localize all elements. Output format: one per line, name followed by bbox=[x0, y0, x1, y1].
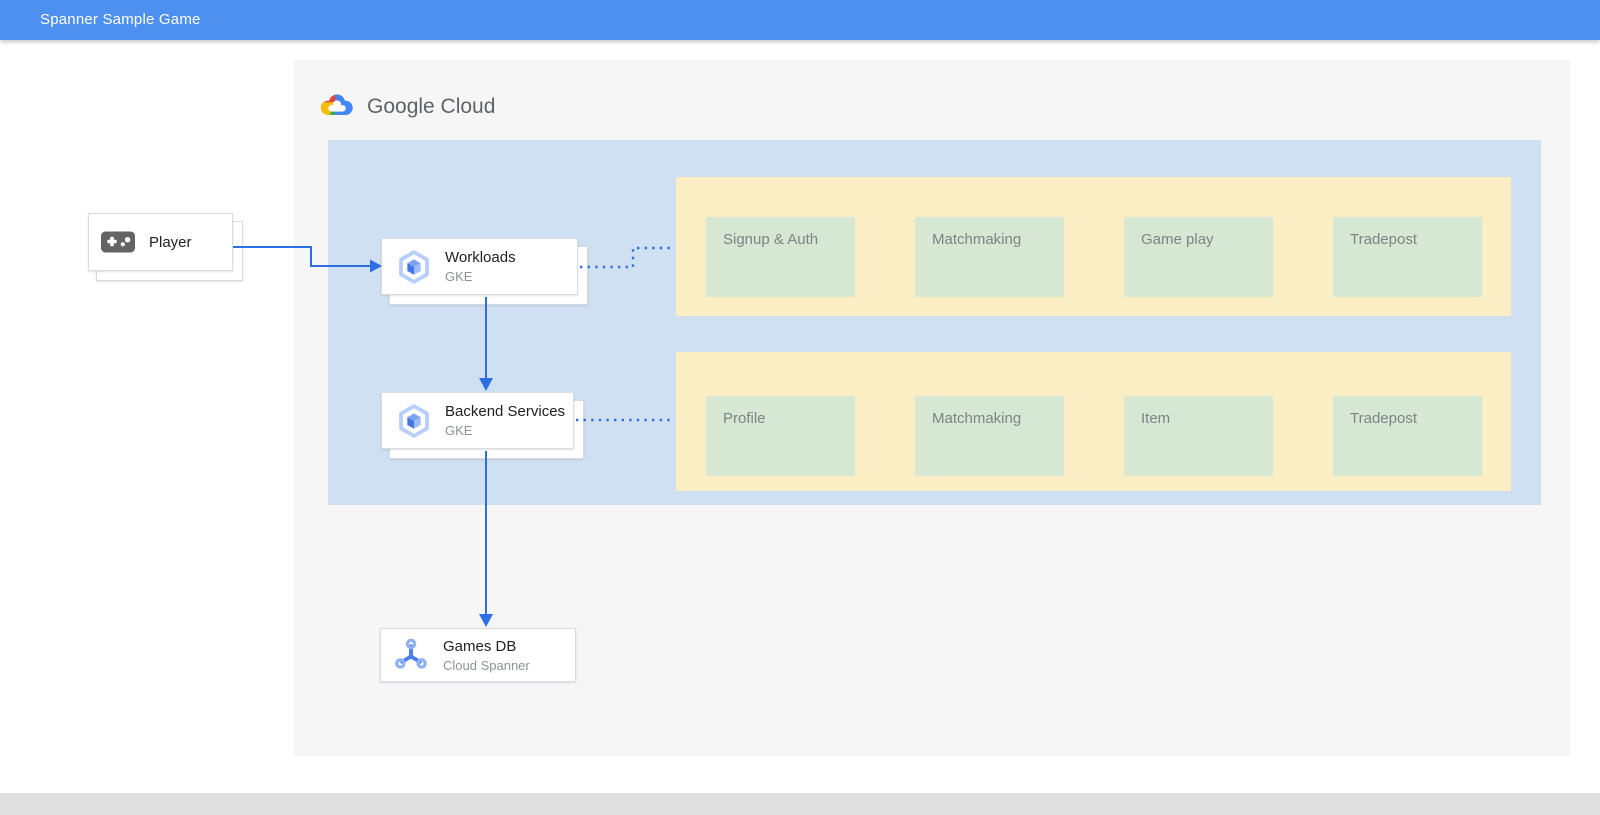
gke-icon bbox=[395, 248, 433, 286]
service-label: Matchmaking bbox=[932, 410, 1022, 427]
service-label: Signup & Auth bbox=[723, 231, 819, 248]
service-box-tradepost-2: Tradepost bbox=[1333, 396, 1482, 476]
backend-services-node: Backend Services GKE bbox=[381, 392, 574, 449]
service-box-matchmaking-2: Matchmaking bbox=[915, 396, 1064, 476]
service-label: Game play bbox=[1141, 231, 1214, 248]
workloads-node: Workloads GKE bbox=[381, 238, 578, 295]
service-box-profile: Profile bbox=[706, 396, 855, 476]
google-cloud-brand: Google Cloud bbox=[318, 90, 495, 124]
gke-icon bbox=[399, 249, 429, 284]
service-label: Matchmaking bbox=[932, 231, 1022, 248]
backend-services-subtitle: GKE bbox=[445, 423, 473, 438]
service-label: Tradepost bbox=[1350, 231, 1417, 248]
games-db-title: Games DB bbox=[443, 637, 517, 655]
service-box-game-play: Game play bbox=[1124, 217, 1273, 297]
workloads-subtitle: GKE bbox=[445, 269, 473, 284]
games-db-subtitle: Cloud Spanner bbox=[443, 657, 530, 673]
service-label: Item bbox=[1141, 410, 1171, 427]
service-label: Profile bbox=[723, 410, 766, 427]
gamepad-icon bbox=[101, 231, 135, 253]
workloads-title: Workloads bbox=[445, 249, 516, 266]
player-label: Player bbox=[149, 233, 192, 251]
service-box-tradepost-1: Tradepost bbox=[1333, 217, 1482, 297]
footer-bar bbox=[0, 793, 1600, 815]
backend-services-title: Backend Services bbox=[445, 403, 566, 420]
gke-icon bbox=[399, 403, 429, 438]
service-box-signup-auth: Signup & Auth bbox=[706, 217, 855, 297]
spanner-icon bbox=[395, 638, 427, 669]
service-box-item: Item bbox=[1124, 396, 1273, 476]
player-node: Player bbox=[88, 213, 233, 271]
brand-wordmark: Google Cloud bbox=[367, 95, 496, 118]
games-db-node: Games DB Cloud Spanner bbox=[380, 628, 576, 682]
google-cloud-logo-icon bbox=[318, 90, 356, 125]
google-cloud-logo-icon bbox=[320, 94, 353, 115]
spanner-icon bbox=[393, 637, 429, 673]
service-box-matchmaking-1: Matchmaking bbox=[915, 217, 1064, 297]
page-title: Spanner Sample Game bbox=[40, 11, 201, 28]
app-header-bar: Spanner Sample Game bbox=[0, 0, 1600, 40]
service-label: Tradepost bbox=[1350, 410, 1417, 427]
gamepad-icon bbox=[101, 231, 135, 253]
gke-icon bbox=[395, 402, 433, 440]
